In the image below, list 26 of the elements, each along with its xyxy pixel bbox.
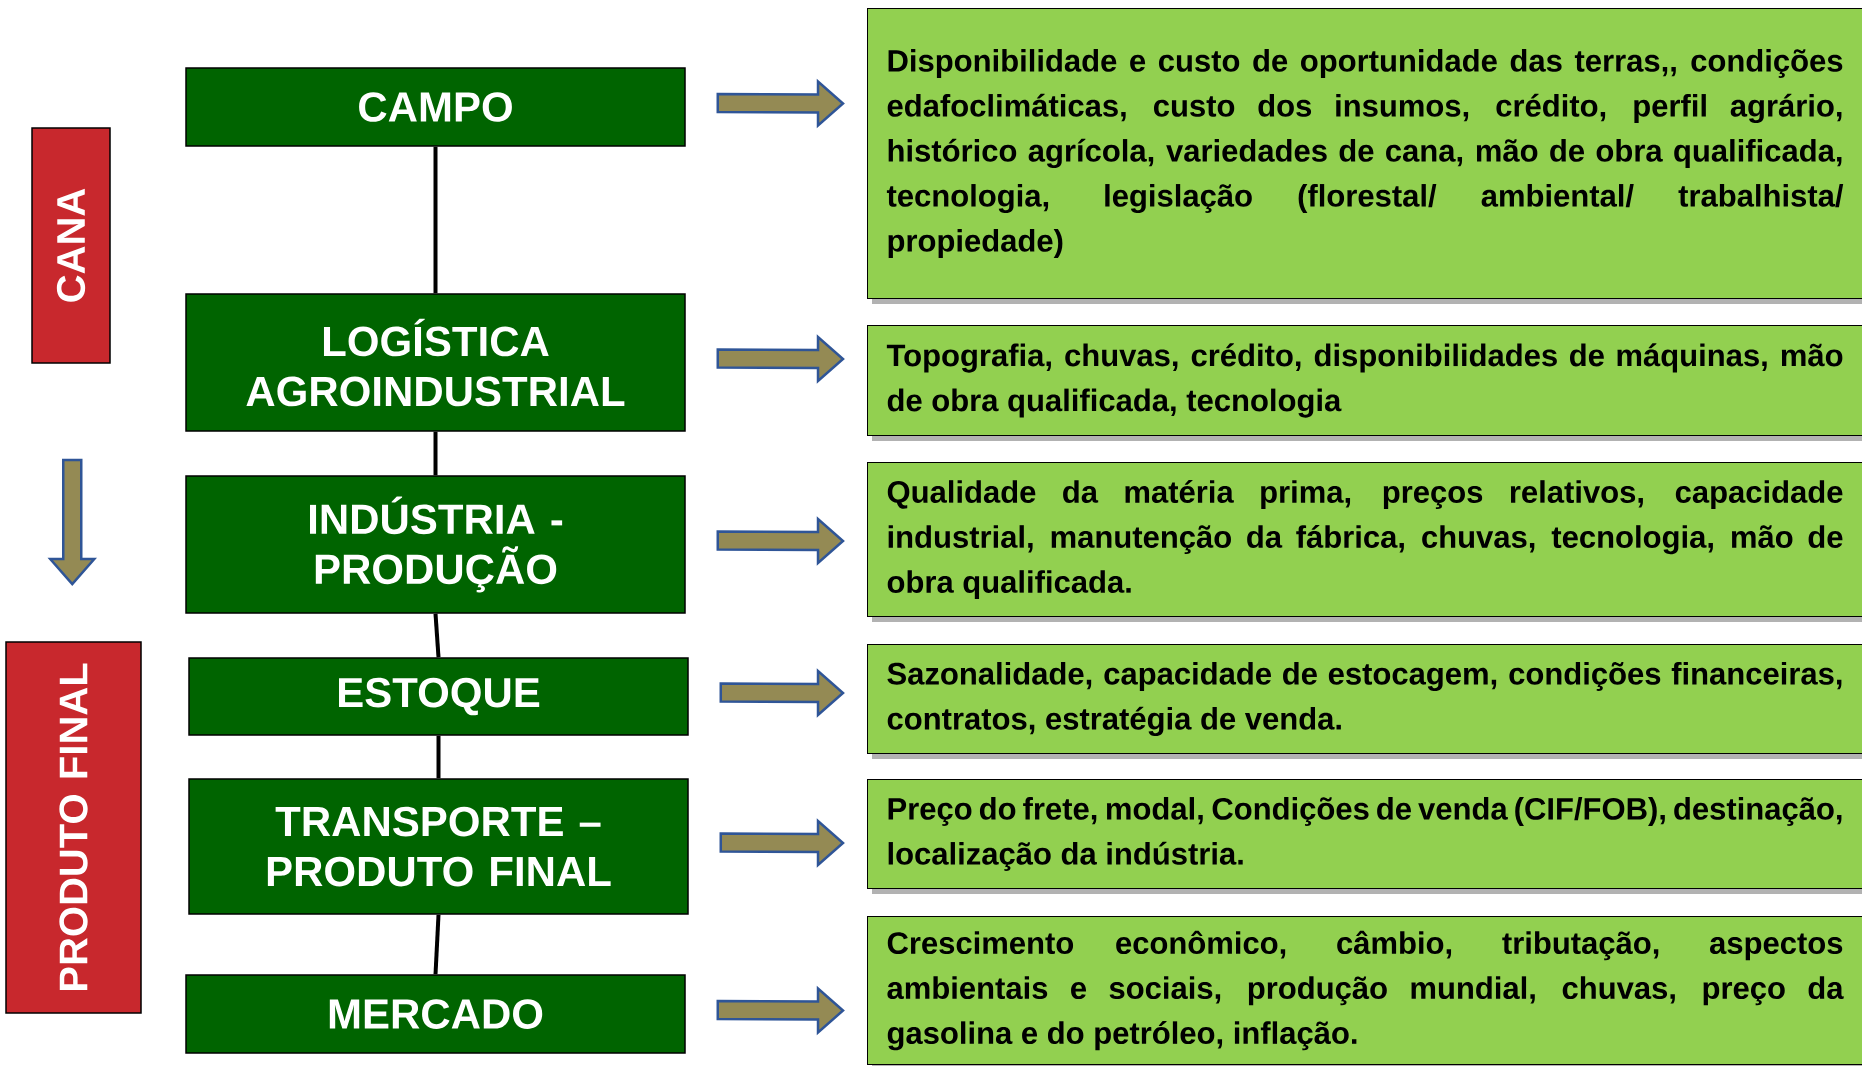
stage-box: ESTOQUE <box>188 657 689 736</box>
stage-box: CAMPO <box>185 67 686 147</box>
block-arrow <box>716 516 845 566</box>
stage-box: MERCADO <box>185 974 686 1054</box>
connector-line <box>433 146 438 294</box>
block-arrow <box>719 668 845 718</box>
side-label-box: CANA <box>31 127 111 364</box>
connector-line <box>433 914 441 975</box>
block-arrow <box>47 458 97 586</box>
factor-box: Topografia, chuvas, crédito, disponibilidades de máquinas, mão de obra qualificada, tecnologia <box>867 325 1862 441</box>
side-label-box: PRODUTO FINAL <box>5 641 142 1014</box>
factor-box: Crescimento econômico, câmbio, tributação, aspectos ambientais e sociais, produção mundial, chuvas, preço da gasolina e do petróleo, inflação. <box>867 916 1862 1066</box>
stage-box: INDÚSTRIA - PRODUÇÃO <box>185 475 686 614</box>
connector-line <box>433 613 441 658</box>
block-arrow <box>719 818 845 868</box>
block-arrow <box>716 334 845 384</box>
factor-box: Sazonalidade, capacidade de estocagem, condições financeiras, contratos, estratégia de venda. <box>867 644 1862 759</box>
block-arrow <box>716 985 845 1036</box>
connector-line <box>433 431 438 476</box>
stage-box: LOGÍSTICA AGROINDUSTRIAL <box>185 293 686 432</box>
block-arrow <box>716 78 845 129</box>
factor-box: Preço do frete, modal, Condições de venda (CIF/FOB), destinação, localização da indústria. <box>867 779 1862 894</box>
factor-box: Disponibilidade e custo de oportunidade das terras,, condições edafoclimáticas, custo dos insumos, crédito, perfil agrário, histórico agrícola, variedades de cana, mão de obra qualificada, tecnologia, legislação (florestal/ ambiental/ trabalhista/ propiedade) <box>867 8 1862 304</box>
stage-box: TRANSPORTE – PRODUTO FINAL <box>188 778 689 915</box>
factor-box: Qualidade da matéria prima, preços relativos, capacidade industrial, manutenção da fábrica, chuvas, tecnologia, mão de obra qualificada. <box>867 462 1862 622</box>
connector-line <box>436 735 441 779</box>
